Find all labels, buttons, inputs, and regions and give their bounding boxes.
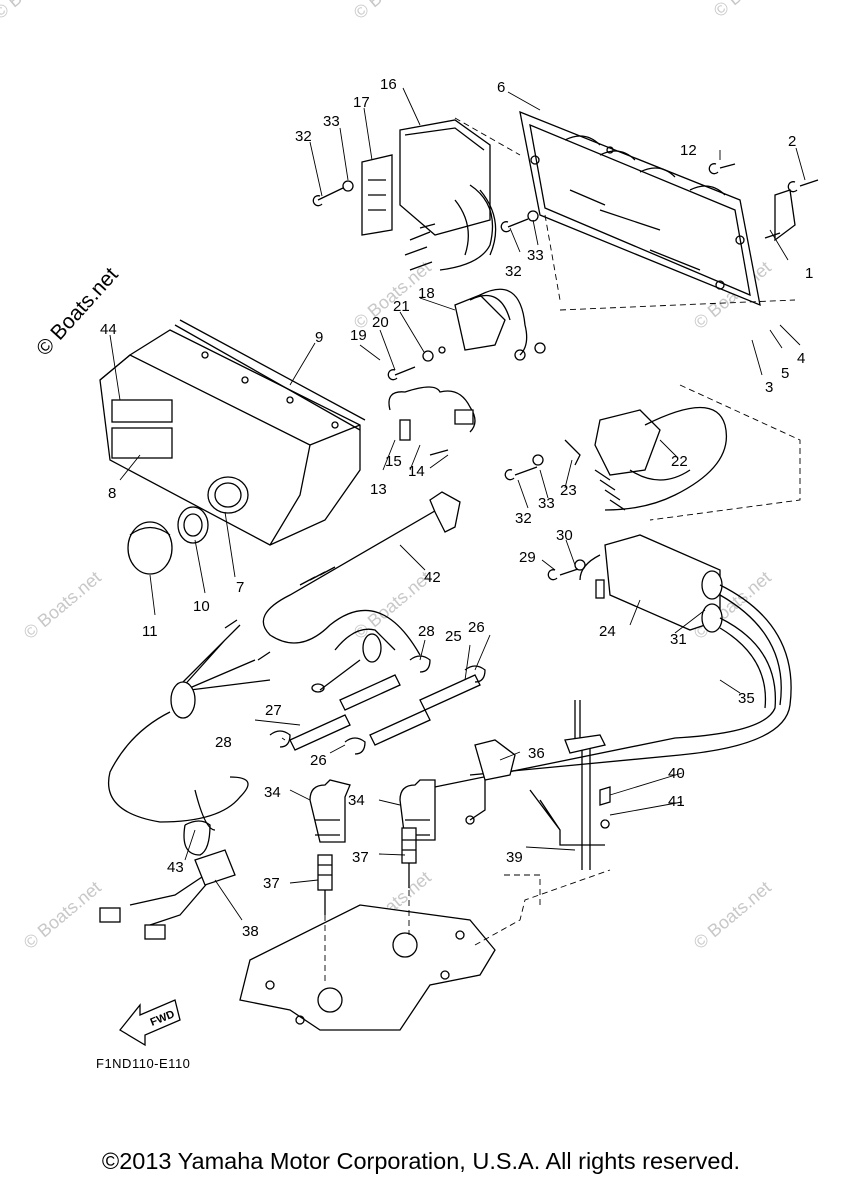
callout-7: 7	[236, 579, 244, 596]
callout-37a: 37	[352, 849, 369, 866]
callout-33a: 33	[323, 113, 340, 130]
callout-41: 41	[668, 793, 685, 810]
rectifier-regulator	[387, 288, 546, 381]
callout-2: 2	[788, 133, 796, 150]
callout-28a: 28	[418, 623, 435, 640]
callout-21: 21	[393, 298, 410, 315]
callout-8: 8	[108, 485, 116, 502]
svg-text:© Bo: © Bo	[0, 0, 33, 23]
svg-text:© Boats.net: © Boats.net	[20, 567, 105, 643]
cap-and-seal	[127, 506, 209, 575]
callout-13: 13	[370, 481, 387, 498]
callout-37b: 37	[263, 875, 280, 892]
svg-text:© Bo: © Bo	[350, 0, 394, 23]
callout-9: 9	[315, 329, 323, 346]
cdi-unit	[361, 119, 497, 271]
callout-33c: 33	[538, 495, 555, 512]
callout-11: 11	[142, 623, 158, 640]
callout-32b: 32	[505, 263, 522, 280]
callout-25: 25	[445, 628, 462, 645]
callout-5: 5	[781, 365, 789, 382]
callout-34b: 34	[348, 792, 365, 809]
callout-31: 31	[670, 631, 687, 648]
callout-29: 29	[519, 549, 536, 566]
reference-lines	[474, 299, 801, 946]
callouts: 1 2 3 4 5 6 7 8 9 10 11 12 13 14 15 16 1…	[100, 76, 813, 940]
svg-text:© Boats.net: © Boats.net	[690, 877, 775, 953]
callout-39: 39	[506, 849, 523, 866]
callout-17: 17	[353, 94, 370, 111]
callout-15: 15	[385, 453, 402, 470]
callout-19: 19	[350, 327, 367, 344]
ignition-coil	[504, 406, 727, 511]
wire-harness	[262, 491, 461, 693]
protective-tubes	[269, 655, 486, 755]
callout-27: 27	[265, 702, 282, 719]
callout-35: 35	[738, 690, 755, 707]
callout-33b: 33	[527, 247, 544, 264]
sensor-and-bracket	[465, 700, 611, 870]
svg-text:© Bo: © Bo	[710, 0, 754, 21]
callout-12: 12	[680, 142, 697, 159]
callout-22: 22	[671, 453, 688, 470]
callout-42: 42	[424, 569, 441, 586]
cover-plate	[454, 110, 761, 307]
parts-diagram: © Bo © Bo © Bo © Boats.net © Boats.net ©…	[0, 0, 819, 1047]
copyright-notice: ©2013 Yamaha Motor Corporation, U.S.A. A…	[101, 1148, 741, 1174]
callout-16: 16	[380, 76, 397, 93]
forward-arrow: FWD	[119, 999, 181, 1047]
callout-10: 10	[193, 598, 210, 615]
background-watermarks: © Bo © Bo © Bo © Boats.net © Boats.net ©…	[0, 0, 775, 953]
callout-34a: 34	[264, 784, 281, 801]
callout-1: 1	[805, 265, 813, 282]
callout-30: 30	[556, 527, 573, 544]
ignition-coil-assembly	[419, 534, 792, 791]
callout-20: 20	[372, 314, 389, 331]
figure-code: F1ND110-E110	[96, 1056, 191, 1071]
callout-26a: 26	[468, 619, 485, 636]
callout-44: 44	[100, 321, 117, 338]
callout-43: 43	[167, 859, 184, 876]
spark-plug-caps	[309, 779, 436, 915]
callout-14: 14	[408, 463, 425, 480]
callout-26b: 26	[310, 752, 327, 769]
cylinder-head	[239, 874, 541, 1031]
callout-32a: 32	[295, 128, 312, 145]
callout-3: 3	[765, 379, 773, 396]
callout-36: 36	[528, 745, 545, 762]
callout-40: 40	[668, 765, 685, 782]
callout-32c: 32	[515, 510, 532, 527]
electrical-box-cover	[99, 319, 366, 546]
callout-18: 18	[418, 285, 435, 302]
callout-28b: 28	[215, 734, 232, 751]
leader-lines	[109, 87, 806, 921]
callout-4: 4	[797, 350, 805, 367]
screws-top	[312, 163, 819, 242]
wire-connector	[388, 386, 476, 456]
callout-24: 24	[599, 623, 616, 640]
callout-23: 23	[560, 482, 577, 499]
callout-6: 6	[497, 79, 505, 96]
main-harness	[99, 619, 271, 940]
svg-text:© Boats.net: © Boats.net	[20, 877, 105, 953]
callout-38: 38	[242, 923, 259, 940]
